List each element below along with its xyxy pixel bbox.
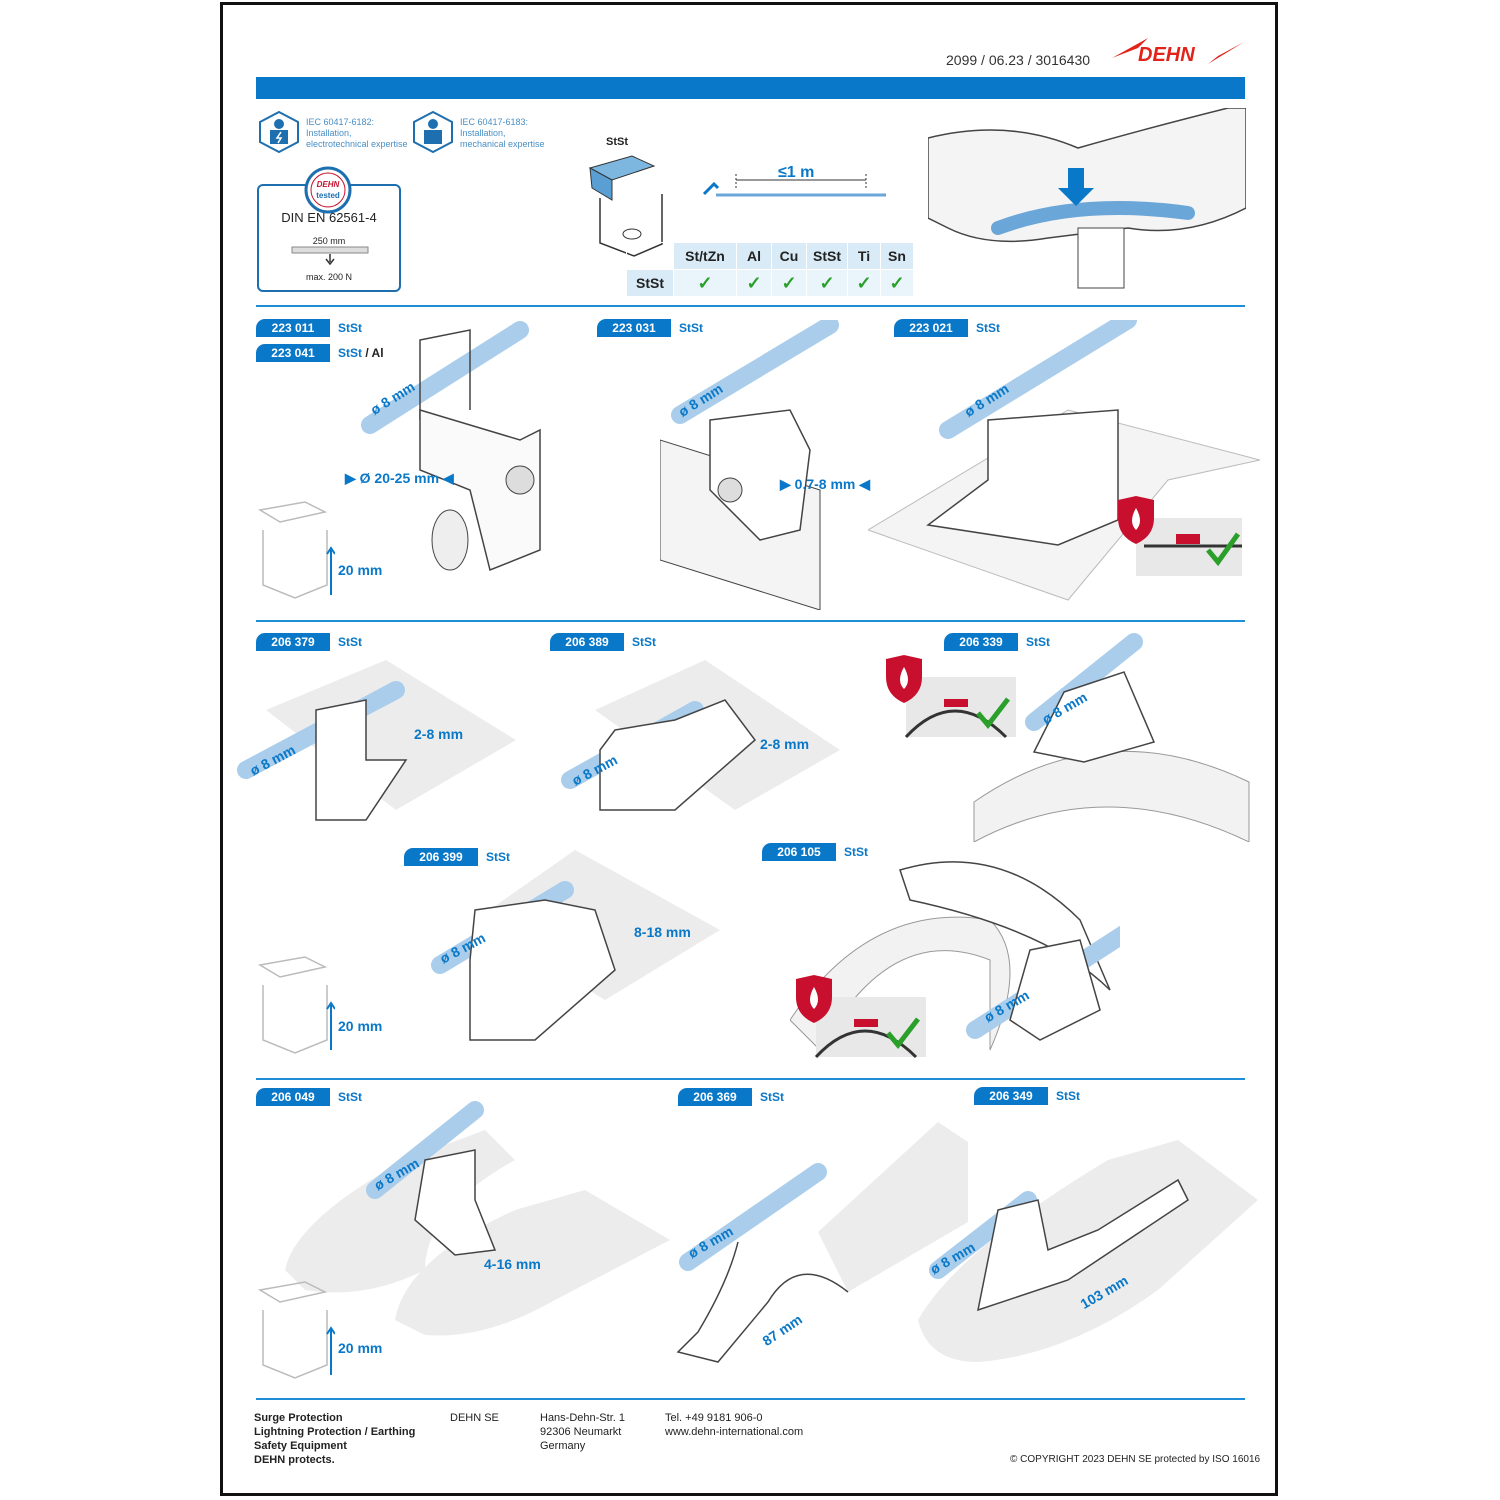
section-divider [256,305,1245,307]
sealing-detail-icon [796,975,926,1059]
seal-bottom-text: tested [316,191,340,200]
document-number: 2099 / 06.23 / 3016430 [946,52,1091,68]
test-rod-icon [291,246,369,266]
compat-header-al: Al [736,242,772,270]
clip-height-label: 20 mm [338,562,383,578]
hand-pressing-illustration [928,108,1246,289]
test-force-label: max. 200 N [305,272,353,282]
compat-header-cu: Cu [771,242,807,270]
clip-height-label: 20 mm [338,1340,383,1356]
spacing-diagram [702,174,886,197]
clamp-206349-illustration [918,1140,1258,1362]
compat-row-label: StSt [626,269,674,297]
section-divider [256,620,1245,622]
footer-copyright: © COPYRIGHT 2023 DEHN SE protected by IS… [1010,1454,1261,1465]
clamp-206105-illustration [790,861,1120,1051]
sheet-thickness-label: ▶ 0.7-8 mm ◀ [780,476,871,492]
clamp-206389-illustration [561,660,840,811]
dehn-logo: DEHN [1112,38,1244,66]
title-bar [256,77,1245,99]
dehn-tested-seal-icon: DEHN tested [304,166,352,214]
logo-text: DEHN [1138,44,1195,66]
check-icon: ✓ [673,269,737,297]
mechanical-installer-icon [413,110,453,154]
clip-height-illustration [257,501,335,599]
clip-illustration [588,155,663,257]
thickness-4-16-label: 4-16 mm [484,1256,541,1272]
clip-height-label: 20 mm [338,1018,383,1034]
iec-6182-label: IEC 60417-6182:Installation,electrotechn… [306,117,408,149]
clamp-206399-illustration [431,850,720,1041]
clamp-206379-illustration [237,660,516,821]
check-icon: ✓ [880,269,914,297]
spacing-label: ≤1 m [778,164,815,181]
clip-height-illustration [257,1281,335,1379]
footer-website-link[interactable]: www.dehn-international.com [665,1426,804,1438]
pipe-diameter-label: ▶ Ø 20-25 mm ◀ [345,470,454,486]
thickness-2-8-label: 2-8 mm [414,726,464,742]
clip-height-illustration [257,956,335,1054]
sealing-detail-icon [886,655,1016,739]
standard-label: DIN EN 62561-4 [281,210,377,225]
clamp-206049-illustration [285,1101,670,1336]
sealing-detail-icon [1118,496,1242,576]
material-compatibility-table: St/tZn Al Cu StSt Ti Sn StSt ✓ ✓ ✓ ✓ ✓ ✓ [626,242,914,297]
clamp-206339-illustration [973,633,1250,842]
footer-company: DEHN SE [450,1412,499,1424]
thickness-8-18-label: 8-18 mm [634,924,691,940]
test-span-label: 250 mm [312,236,346,246]
wrench-icon [702,181,720,196]
section-divider [256,1078,1245,1080]
clamp-206369-illustration [676,1122,968,1363]
footer-divider [256,1398,1245,1400]
material-label: StSt [606,136,628,148]
check-icon: ✓ [771,269,807,297]
compat-header-ti: Ti [847,242,881,270]
seal-top-text: DEHN [317,180,340,189]
check-icon: ✓ [806,269,848,297]
check-icon: ✓ [847,269,881,297]
compat-header-stst: StSt [806,242,848,270]
electrotechnical-installer-icon [259,110,299,154]
thickness-2-8-label: 2-8 mm [760,736,810,752]
clamp-223021-illustration [868,320,1260,601]
clamp-223031-illustration [660,320,839,610]
compat-header-sttzn: St/tZn [673,242,737,270]
compat-header-sn: Sn [880,242,914,270]
check-icon: ✓ [736,269,772,297]
iec-6183-label: IEC 60417-6183:Installation,mechanical e… [460,117,545,149]
clamp-223011-illustration [361,321,541,572]
